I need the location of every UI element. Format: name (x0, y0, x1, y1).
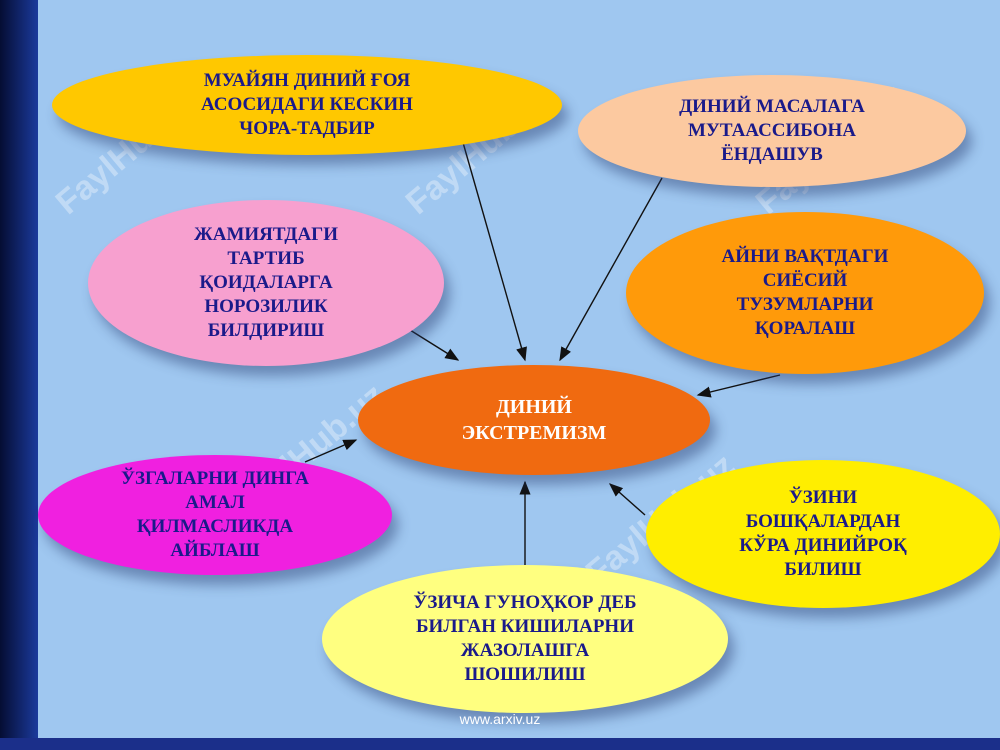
concept-node-hasty-punishment: ЎЗИЧА ГУНОҲКОР ДЕБ БИЛГАН КИШИЛАРНИ ЖАЗО… (322, 565, 728, 713)
concept-node-fanatical-approach: ДИНИЙ МАСАЛАГА МУТААССИБОНА ЁНДАШУВ (578, 75, 966, 187)
concept-node-label: ЖАМИЯТДАГИ ТАРТИБ ҚОИДАЛАРГА НОРОЗИЛИК Б… (193, 224, 339, 341)
concept-node-blame-others: ЎЗГАЛАРНИ ДИНГА АМАЛ ҚИЛМАСЛИКДА АЙБЛАШ (38, 455, 392, 575)
left-decor-band (0, 0, 38, 750)
concept-node-condemn-regimes: АЙНИ ВАҚТДАГИ СИЁСИЙ ТУЗУМЛАРНИ ҚОРАЛАШ (626, 212, 984, 374)
concept-node-label: ЎЗИЧА ГУНОҲКОР ДЕБ БИЛГАН КИШИЛАРНИ ЖАЗО… (413, 592, 637, 685)
central-concept-node: ДИНИЙ ЭКСТРЕМИЗМ (358, 365, 710, 475)
concept-node-radical-measures: МУАЙЯН ДИНИЙ ҒОЯ АСОСИДАГИ КЕСКИН ЧОРА-Т… (52, 55, 562, 155)
concept-node-label: ЎЗГАЛАРНИ ДИНГА АМАЛ ҚИЛМАСЛИКДА АЙБЛАШ (121, 468, 309, 561)
bottom-decor-band (0, 738, 1000, 750)
footer-source-text: www.arxiv.uz (459, 711, 541, 727)
concept-node-discontent-order: ЖАМИЯТДАГИ ТАРТИБ ҚОИДАЛАРГА НОРОЗИЛИК Б… (88, 200, 444, 366)
concept-node-label: АЙНИ ВАҚТДАГИ СИЁСИЙ ТУЗУМЛАРНИ ҚОРАЛАШ (721, 246, 889, 339)
concept-node-label: МУАЙЯН ДИНИЙ ҒОЯ АСОСИДАГИ КЕСКИН ЧОРА-Т… (201, 70, 413, 139)
concept-node-more-religious: ЎЗИНИ БОШҚАЛАРДАН КЎРА ДИНИЙРОҚ БИЛИШ (646, 460, 1000, 608)
concept-node-label: ДИНИЙ МАСАЛАГА МУТААССИБОНА ЁНДАШУВ (679, 96, 865, 165)
central-concept-label: ДИНИЙ ЭКСТРЕМИЗМ (461, 396, 607, 444)
concept-node-label: ЎЗИНИ БОШҚАЛАРДАН КЎРА ДИНИЙРОҚ БИЛИШ (739, 487, 907, 580)
